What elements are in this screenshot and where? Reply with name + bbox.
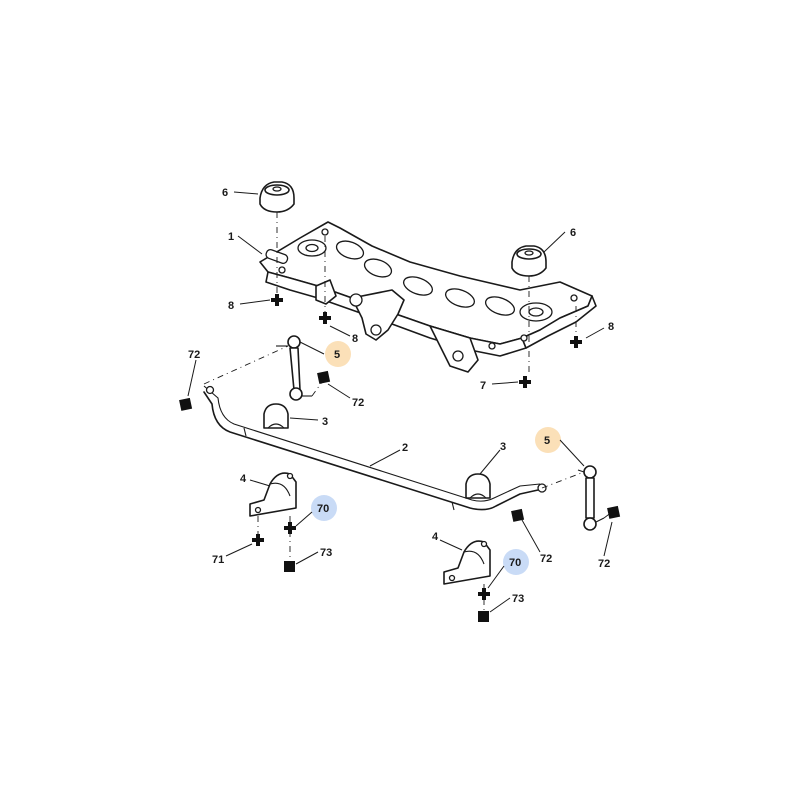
screw-symbol — [252, 534, 264, 546]
bushing-left — [263, 403, 289, 429]
leader-lines — [187, 191, 613, 613]
callout-70-left: 70 — [317, 503, 329, 515]
bushing-right — [465, 473, 491, 499]
callout-5-left: 5 — [334, 349, 340, 361]
callout-72-far-right: 72 — [598, 558, 610, 570]
callout-3-right: 3 — [500, 441, 506, 453]
clamp-left — [249, 472, 297, 517]
screw-symbol — [319, 312, 331, 324]
link-rod-left — [276, 335, 312, 401]
callout-6-right: 6 — [570, 227, 576, 239]
callout-5-right: 5 — [544, 435, 550, 447]
screw-symbol — [478, 588, 490, 600]
highlight-circle-5 — [325, 341, 351, 367]
callout-7: 7 — [480, 380, 486, 392]
callout-73-left: 73 — [320, 547, 332, 559]
callout-71: 71 — [212, 554, 224, 566]
highlight-circle-70 — [503, 549, 529, 575]
fastener-symbols — [179, 294, 621, 622]
callout-73-right: 73 — [512, 593, 524, 605]
clamp-right — [443, 540, 491, 585]
mount-left — [259, 181, 295, 213]
callout-4-right: 4 — [432, 531, 439, 543]
mount-right — [511, 245, 547, 277]
nut-symbol — [317, 370, 331, 384]
screw-symbol — [271, 294, 283, 306]
stabilizer-bar — [203, 385, 547, 511]
nut-symbol — [607, 505, 621, 519]
subframe — [259, 221, 597, 373]
callout-8-center: 8 — [352, 333, 358, 345]
callout-2: 2 — [402, 442, 408, 454]
nut-symbol — [511, 508, 525, 522]
nut-symbol — [478, 611, 489, 622]
callout-8-left: 8 — [228, 300, 234, 312]
screw-symbol — [519, 376, 531, 388]
link-rod-right — [577, 465, 605, 531]
highlight-circle-70 — [311, 495, 337, 521]
highlight-markers — [311, 341, 561, 575]
callout-6-left: 6 — [222, 187, 228, 199]
callout-70-right: 70 — [509, 557, 521, 569]
callout-labels: 6 1 6 8 8 8 7 5 72 72 3 2 3 5 4 70 72 72… — [188, 187, 614, 605]
callout-72-right: 72 — [540, 553, 552, 565]
callout-3-left: 3 — [322, 416, 328, 428]
nut-symbol — [284, 561, 295, 572]
nut-symbol — [179, 397, 193, 411]
callout-72-mid-left: 72 — [352, 397, 364, 409]
callout-8-right: 8 — [608, 321, 614, 333]
highlight-circle-5 — [535, 427, 561, 453]
screw-symbol — [570, 336, 582, 348]
screw-symbol — [284, 522, 296, 534]
callout-4-left: 4 — [240, 473, 247, 485]
callout-72-top-left: 72 — [188, 349, 200, 361]
callout-1: 1 — [228, 231, 234, 243]
